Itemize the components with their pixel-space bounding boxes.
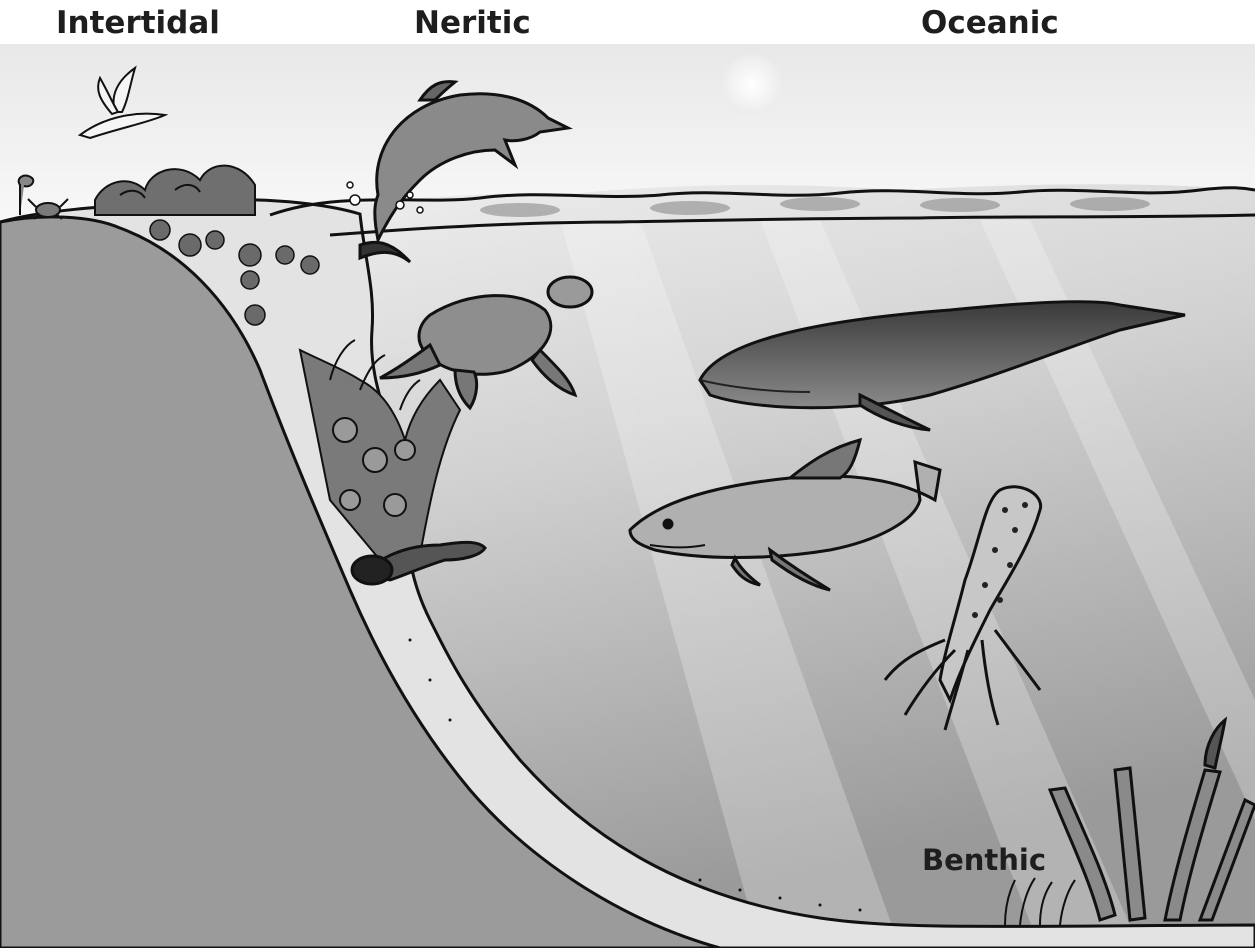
zone-label-neritic: Neritic [414,8,531,39]
sun [722,55,782,115]
zone-label-benthic: Benthic [922,846,1046,875]
zone-label-intertidal: Intertidal [56,8,220,39]
zone-label-oceanic: Oceanic [921,8,1059,39]
